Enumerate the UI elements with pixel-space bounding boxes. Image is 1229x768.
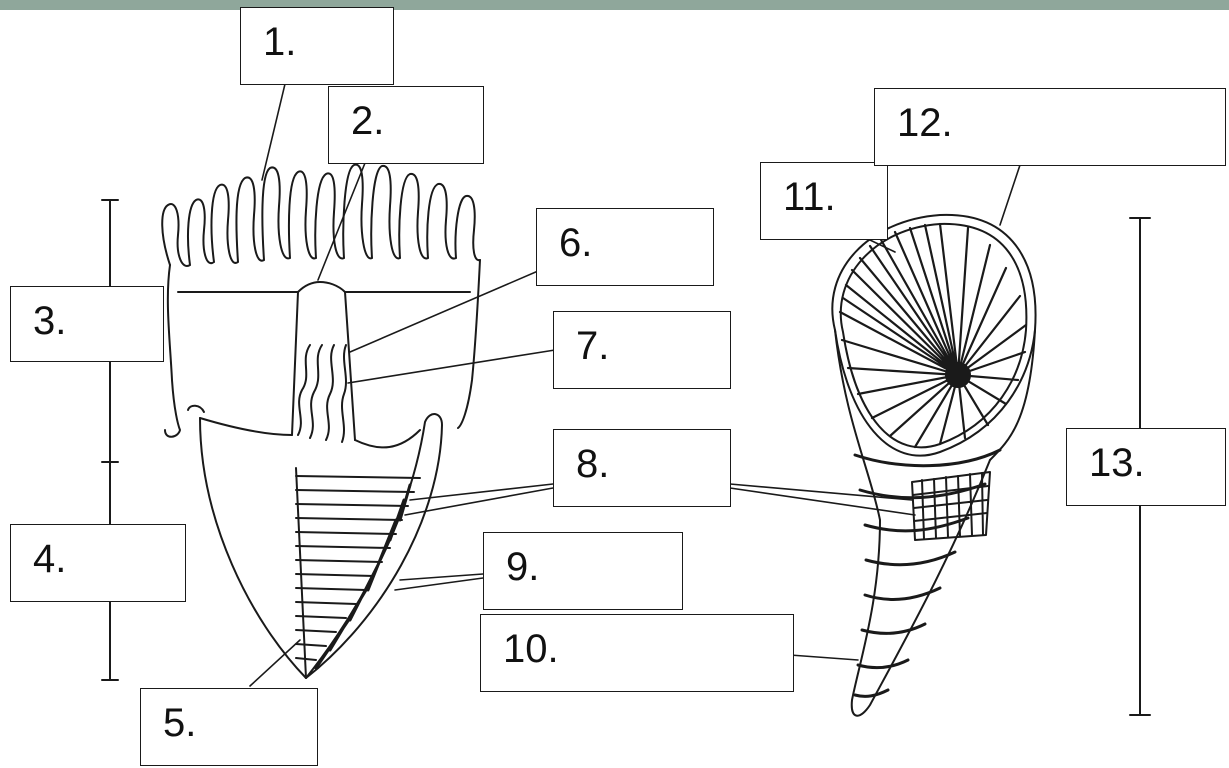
label-box-13[interactable]: 13. — [1066, 428, 1226, 506]
label-box-2[interactable]: 2. — [328, 86, 484, 164]
label-6: 6. — [559, 221, 592, 265]
label-9: 9. — [506, 545, 539, 589]
label-1: 1. — [263, 20, 296, 64]
polyp-drawing — [102, 165, 480, 680]
corallite-center — [946, 363, 970, 387]
scale-bar-left — [102, 200, 118, 680]
tentacles — [162, 165, 480, 266]
label-box-12[interactable]: 12. — [874, 88, 1226, 166]
label-10: 10. — [503, 627, 559, 671]
label-4: 4. — [33, 537, 66, 581]
label-11: 11. — [783, 175, 836, 219]
label-box-4[interactable]: 4. — [10, 524, 186, 602]
label-box-10[interactable]: 10. — [480, 614, 794, 692]
label-box-1[interactable]: 1. — [240, 7, 394, 85]
label-12: 12. — [897, 101, 953, 145]
mouth — [298, 282, 345, 292]
label-2: 2. — [351, 99, 384, 143]
label-box-8[interactable]: 8. — [553, 429, 731, 507]
corallite-rim — [832, 215, 1035, 456]
label-13: 13. — [1089, 441, 1145, 485]
label-7: 7. — [576, 324, 609, 368]
label-box-9[interactable]: 9. — [483, 532, 683, 610]
label-3: 3. — [33, 299, 66, 343]
label-box-5[interactable]: 5. — [140, 688, 318, 766]
label-box-3[interactable]: 3. — [10, 286, 164, 362]
label-box-6[interactable]: 6. — [536, 208, 714, 286]
label-box-11[interactable]: 11. — [760, 162, 888, 240]
label-box-7[interactable]: 7. — [553, 311, 731, 389]
label-5: 5. — [163, 701, 196, 745]
label-8: 8. — [576, 442, 609, 486]
